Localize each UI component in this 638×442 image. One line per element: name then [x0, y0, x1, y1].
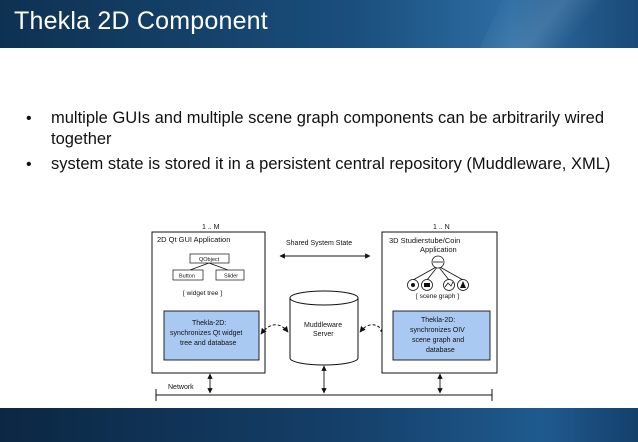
- bullet-item: • system state is stored it in a persist…: [26, 154, 616, 175]
- title-bar: Thekla 2D Component: [0, 0, 638, 48]
- qobject-node: [189, 253, 230, 264]
- thekla-qt-module: [163, 310, 260, 361]
- qobject-label: QObject: [199, 257, 220, 263]
- coin-app-title-line: Application: [420, 245, 457, 254]
- muddleware-server-top: [289, 290, 359, 306]
- thekla-qt-module-line: Thekla-2D:: [192, 320, 226, 327]
- right-multiplicity: 1 .. N: [433, 224, 450, 231]
- shared-state-label: Shared System State: [286, 240, 352, 247]
- thekla-oiv-module: [392, 310, 491, 361]
- architecture-diagram: 1 .. M 1 .. N 2D Qt GUI Application QObj…: [151, 224, 498, 401]
- camera-icon-body: [424, 283, 430, 287]
- left-sync-link: [260, 324, 289, 335]
- bullet-marker: •: [26, 110, 32, 127]
- title-bar-highlight: [464, 0, 632, 48]
- bullet-text: system state is stored it in a persisten…: [51, 155, 611, 173]
- thekla-qt-module-line: tree and database: [180, 340, 237, 347]
- widget-tree-edge: [189, 262, 210, 271]
- scene-graph-tree: [412, 265, 464, 281]
- bullet-text: multiple GUIs and multiple scene graph c…: [51, 109, 605, 148]
- server-label-line: Muddleware: [304, 322, 342, 329]
- qt-gui-app-title: 2D Qt GUI Application: [157, 235, 230, 244]
- bullet-list: • multiple GUIs and multiple scene graph…: [26, 108, 616, 179]
- bullet-item: • multiple GUIs and multiple scene graph…: [26, 108, 616, 150]
- transform-icon-mark: [444, 281, 454, 288]
- left-multiplicity: 1 .. M: [202, 224, 220, 231]
- thekla-oiv-module-line: scene graph and: [412, 337, 464, 344]
- footer-bar: [0, 408, 638, 442]
- shape-icon-mark: [460, 281, 466, 288]
- network-label: Network: [168, 384, 194, 391]
- widget-tree-label: [ widget tree ]: [183, 290, 222, 297]
- scene-graph-label: [ scene graph ]: [416, 293, 459, 300]
- slider-node: [215, 269, 245, 281]
- button-node: [172, 269, 204, 281]
- muddleware-server: [289, 298, 359, 366]
- widget-tree-edge: [208, 262, 229, 271]
- slider-label: Slider: [224, 274, 238, 280]
- button-label: Button: [179, 274, 195, 280]
- thekla-oiv-module-line: database: [426, 347, 455, 354]
- thekla-qt-module-line: synchronizes Qt widget: [170, 330, 242, 337]
- transform-icon: [443, 279, 455, 291]
- right-sync-link: [359, 324, 386, 335]
- bullet-marker: •: [26, 156, 32, 173]
- server-label-line: Server: [313, 331, 334, 338]
- coin-app-title-line: 3D Studierstube/Coin: [389, 236, 460, 245]
- light-icon-core: [411, 283, 415, 287]
- thekla-oiv-module-line: synchronizes OIV: [410, 327, 465, 334]
- thekla-oiv-module-line: Thekla-2D:: [421, 317, 455, 324]
- slide-title: Thekla 2D Component: [14, 7, 268, 35]
